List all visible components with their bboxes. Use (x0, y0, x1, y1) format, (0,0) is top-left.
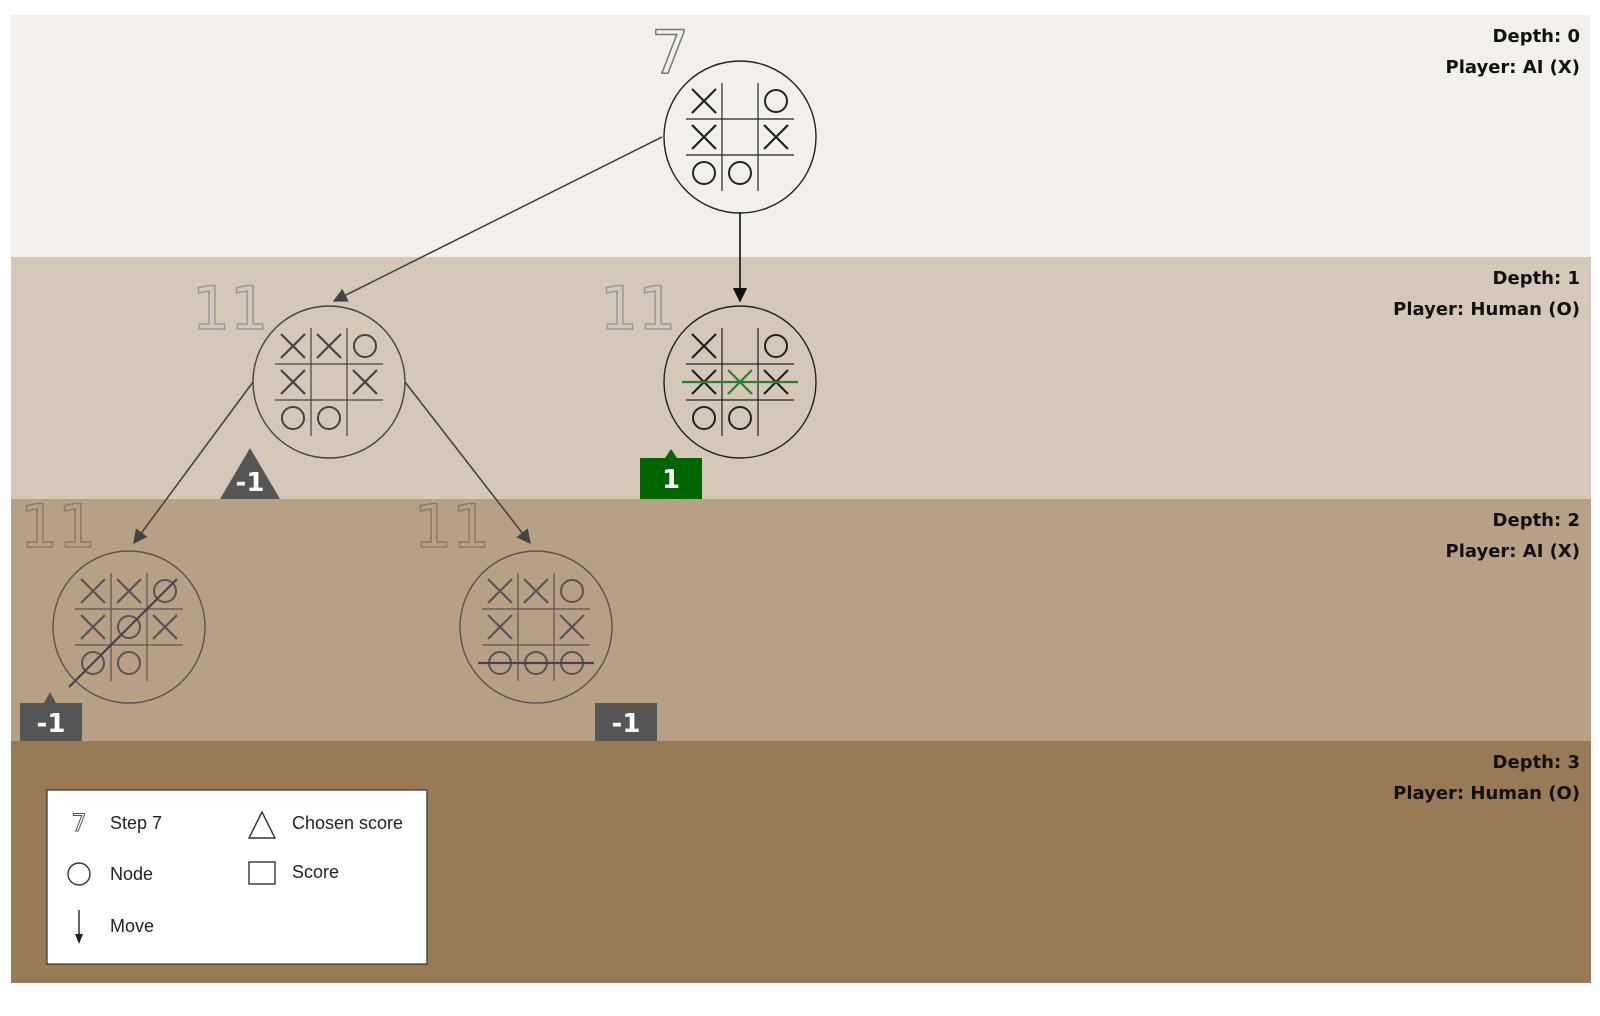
score-box (595, 703, 657, 741)
score-value: -1 (37, 709, 66, 739)
legend-box (46, 789, 428, 965)
x-mark (116, 578, 142, 604)
o-mark (353, 334, 377, 358)
node-circle (663, 305, 817, 459)
edges (133, 136, 748, 545)
x-mark (80, 614, 106, 640)
player-label-2: Player: AI (X) (1446, 541, 1580, 562)
node-d1-left (252, 305, 406, 459)
chosen-score-triangle (220, 448, 280, 499)
player-label-0: Player: AI (X) (1446, 57, 1580, 78)
depth-label-2: Depth: 2 (1493, 510, 1580, 531)
chosen-score-pointer (44, 692, 56, 703)
node-root (663, 60, 817, 214)
win-line (68, 578, 178, 688)
legend-move-label: Move (110, 916, 154, 936)
step-labels: 7 11 11 11 11 (19, 17, 690, 563)
o-mark (560, 579, 584, 603)
step-number-d2-right: 11 (414, 492, 490, 562)
step-icon: 7 (71, 809, 86, 837)
node-circle (663, 60, 817, 214)
player-label-1: Player: Human (O) (1393, 299, 1580, 320)
step-number-d1-left: 11 (192, 274, 268, 344)
node-d2-left (52, 550, 206, 704)
depth-label-3: Depth: 3 (1493, 752, 1580, 773)
chosen-score-box (20, 703, 82, 741)
edge-d1-left-to-d2-left (133, 381, 254, 545)
depth-band-1-bg (11, 257, 1591, 499)
o-mark (764, 334, 788, 358)
depth-band-2: Depth: 2 Player: AI (X) (11, 499, 1591, 741)
x-mark (691, 88, 717, 114)
x-mark (80, 578, 106, 604)
o-mark (281, 406, 305, 430)
nodes (52, 60, 817, 704)
x-mark (691, 124, 717, 150)
depth-band-0: Depth: 0 Player: AI (X) (11, 15, 1591, 257)
step-number-d2-left: 11 (20, 492, 96, 562)
depth-band-0-bg (11, 15, 1591, 257)
depth-band-1: Depth: 1 Player: Human (O) (11, 257, 1591, 499)
legend-chosen-score-label: Chosen score (292, 813, 403, 833)
chosen-score-icon (247, 810, 277, 839)
score-icon (248, 861, 276, 885)
node-d2-right (459, 550, 613, 704)
o-mark (81, 651, 105, 675)
chosen-score-box (640, 458, 702, 499)
x-mark (487, 578, 513, 604)
move-arrow-icon (75, 910, 83, 944)
node-circle (252, 305, 406, 459)
node-circle (459, 550, 613, 704)
x-mark (316, 333, 342, 359)
x-mark (763, 124, 789, 150)
score-d2-left: -1 (20, 692, 82, 741)
legend-node-label: Node (110, 864, 153, 884)
o-mark (317, 406, 341, 430)
node-icon (67, 862, 91, 886)
score-value: -1 (236, 468, 265, 498)
x-mark (691, 333, 717, 359)
score-value: 1 (662, 465, 680, 495)
o-mark (692, 161, 716, 185)
node-d1-right (663, 305, 817, 459)
player-label-3: Player: Human (O) (1393, 783, 1580, 804)
edge-root-to-d1-left (332, 136, 663, 302)
x-mark (280, 333, 306, 359)
node-circle (52, 550, 206, 704)
o-mark (728, 161, 752, 185)
edge-d1-left-to-d2-right (404, 381, 531, 545)
x-mark (352, 369, 378, 395)
depth-band-2-bg (11, 499, 1591, 741)
x-mark (152, 614, 178, 640)
x-mark (559, 614, 585, 640)
step-number-root: 7 (651, 18, 689, 88)
o-mark (153, 579, 177, 603)
step-number-d1-right: 11 (600, 274, 676, 344)
score-d1-left: -1 (220, 448, 280, 499)
score-d1-right: 1 (640, 449, 702, 499)
legend-step-label: Step 7 (110, 813, 162, 833)
legend: 7 Step 7 Node Move Chosen score Score (46, 789, 428, 965)
depth-label-1: Depth: 1 (1493, 268, 1580, 289)
o-mark (117, 615, 141, 639)
o-mark (764, 89, 788, 113)
chosen-score-pointer (665, 449, 677, 458)
score-d2-right: -1 (595, 703, 657, 741)
score-value: -1 (612, 709, 641, 739)
o-mark (728, 406, 752, 430)
x-mark (280, 369, 306, 395)
legend-score-label: Score (292, 862, 339, 882)
o-mark (117, 651, 141, 675)
o-mark (692, 406, 716, 430)
x-mark (487, 614, 513, 640)
x-mark (523, 578, 549, 604)
depth-label-0: Depth: 0 (1493, 26, 1580, 47)
